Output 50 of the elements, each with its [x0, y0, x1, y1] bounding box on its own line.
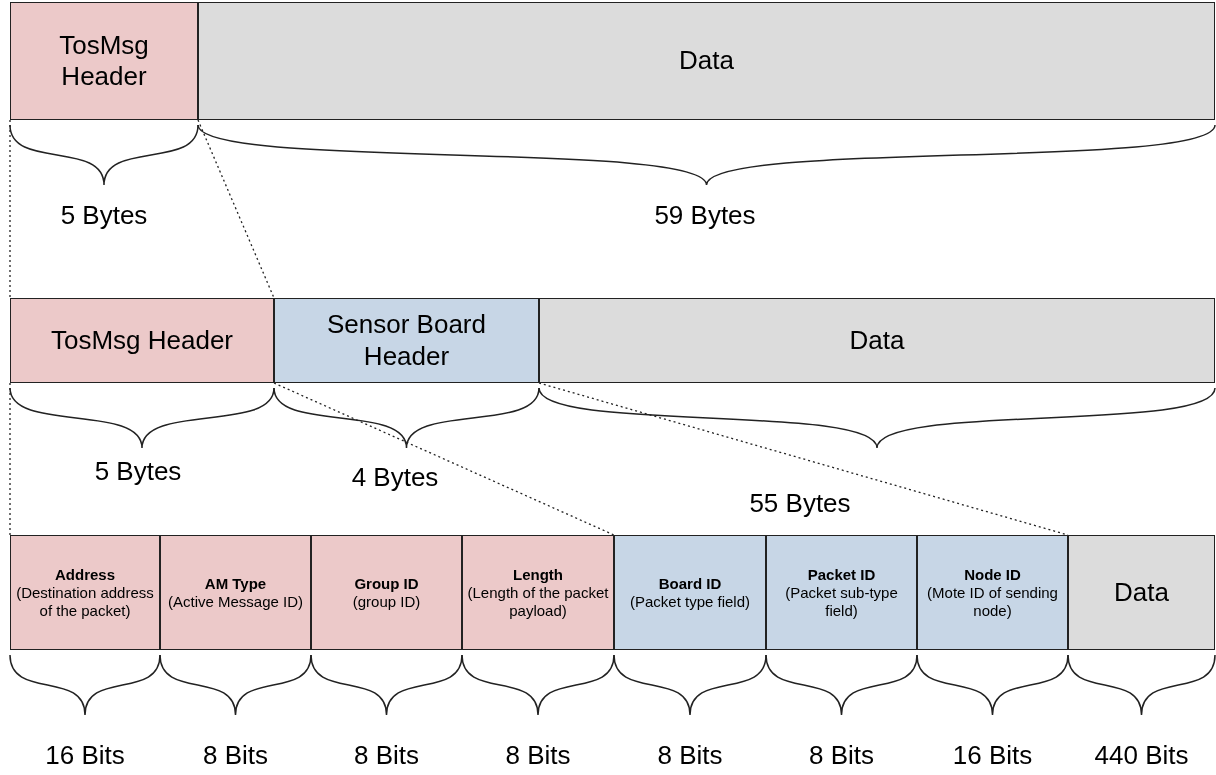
packet-field: [462, 535, 614, 650]
size-label: 16 Bits: [952, 740, 1033, 771]
field-name: Data: [849, 324, 905, 357]
field-name: TosMsg Header: [58, 29, 150, 93]
size-label: 8 Bits: [203, 740, 268, 771]
size-label: 8 Bits: [809, 740, 874, 771]
size-label: 8 Bits: [657, 740, 723, 771]
field-name: Address: [55, 565, 115, 584]
field-description: (Packet type field): [629, 592, 751, 611]
data-field: [198, 2, 1215, 120]
field-name: Data: [1114, 576, 1169, 609]
field-description: (Destination address of the packet): [15, 583, 155, 620]
field-name: Sensor Board Header: [326, 309, 487, 372]
dotted-projection-line: [9, 119, 11, 299]
field-description: (Mote ID of sending node): [926, 583, 1059, 620]
size-label: 55 Bytes: [749, 488, 851, 519]
packet-field: [160, 535, 311, 650]
dotted-projection-line: [9, 382, 11, 536]
field-name: Length: [513, 565, 563, 584]
field-name: Data: [679, 45, 734, 77]
header-field: [274, 298, 539, 383]
packet-field: [917, 535, 1068, 650]
field-name: Group ID: [354, 574, 419, 593]
field-name: AM Type: [204, 574, 267, 593]
size-label: 5 Bytes: [60, 200, 148, 231]
size-label: 4 Bytes: [351, 462, 439, 493]
size-label: 440 Bits: [1094, 740, 1189, 771]
header-field: [10, 2, 198, 120]
size-label: 8 Bits: [505, 740, 571, 771]
field-name: Packet ID: [807, 565, 876, 584]
field-description: (Active Message ID): [167, 592, 303, 611]
dotted-projection-line: [273, 382, 615, 536]
field-description: (Packet sub-type field): [784, 583, 899, 620]
size-label: 16 Bits: [45, 740, 125, 771]
packet-field: [614, 535, 766, 650]
packet-field: [766, 535, 917, 650]
size-label: 5 Bytes: [94, 456, 182, 487]
field-description: (Length of the packet payload): [467, 583, 609, 620]
field-name: Board ID: [658, 574, 722, 593]
header-field: [10, 298, 274, 383]
size-label: 8 Bits: [354, 740, 419, 771]
dotted-projection-line: [197, 119, 275, 299]
field-name: Node ID: [964, 565, 1021, 584]
data-field: [539, 298, 1215, 383]
packet-field: [10, 535, 160, 650]
packet-field: [311, 535, 462, 650]
data-field: [1068, 535, 1215, 650]
size-label: 59 Bytes: [654, 200, 756, 231]
field-name: TosMsg Header: [50, 324, 234, 357]
field-description: (group ID): [352, 592, 421, 611]
